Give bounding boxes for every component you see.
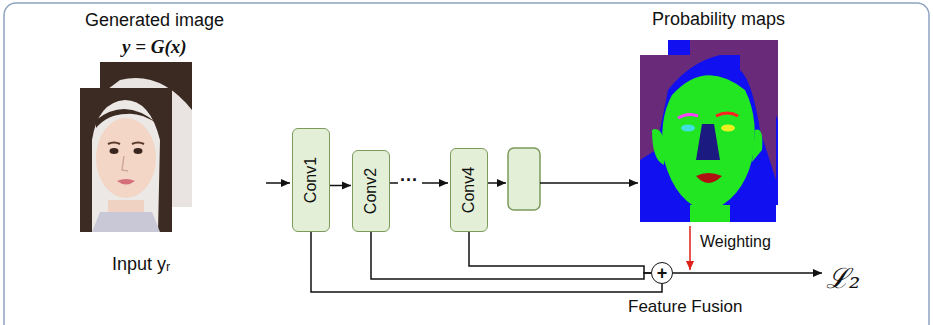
node-text: + xyxy=(652,264,672,282)
connector xyxy=(330,185,351,187)
conv-block: Conv2 xyxy=(352,150,390,232)
flow-line xyxy=(390,182,398,184)
flow-arrow xyxy=(488,182,506,184)
node-text: Conv4 xyxy=(460,167,478,213)
image-title: Generated image xyxy=(85,10,224,31)
connector xyxy=(469,232,651,273)
weighting-label: Weighting xyxy=(700,233,771,251)
ellipsis: ··· xyxy=(400,170,418,191)
output-arrow xyxy=(540,182,638,184)
math-label: y = G(x) xyxy=(122,36,187,58)
probability-map xyxy=(640,55,776,222)
node-text: Conv1 xyxy=(302,157,320,203)
conv-block: Conv1 xyxy=(292,128,330,232)
map-title: Probability maps xyxy=(652,9,785,30)
node-text: Conv2 xyxy=(362,168,380,214)
input-label: Input yᵣ xyxy=(112,254,170,275)
connector xyxy=(371,232,651,279)
conv-block: Conv4 xyxy=(450,148,488,232)
input-arrow xyxy=(266,182,290,184)
weighting-arrow xyxy=(689,226,691,270)
flow-arrow xyxy=(422,182,448,184)
loss-symbol: ℒ₂ xyxy=(826,258,860,296)
sum-node: + xyxy=(651,262,673,284)
face-image xyxy=(80,88,172,232)
frame xyxy=(4,3,929,325)
connector xyxy=(311,232,662,292)
head-layer-box xyxy=(508,148,540,210)
loss-arrow xyxy=(673,272,822,274)
fusion-label: Feature Fusion xyxy=(628,297,742,317)
